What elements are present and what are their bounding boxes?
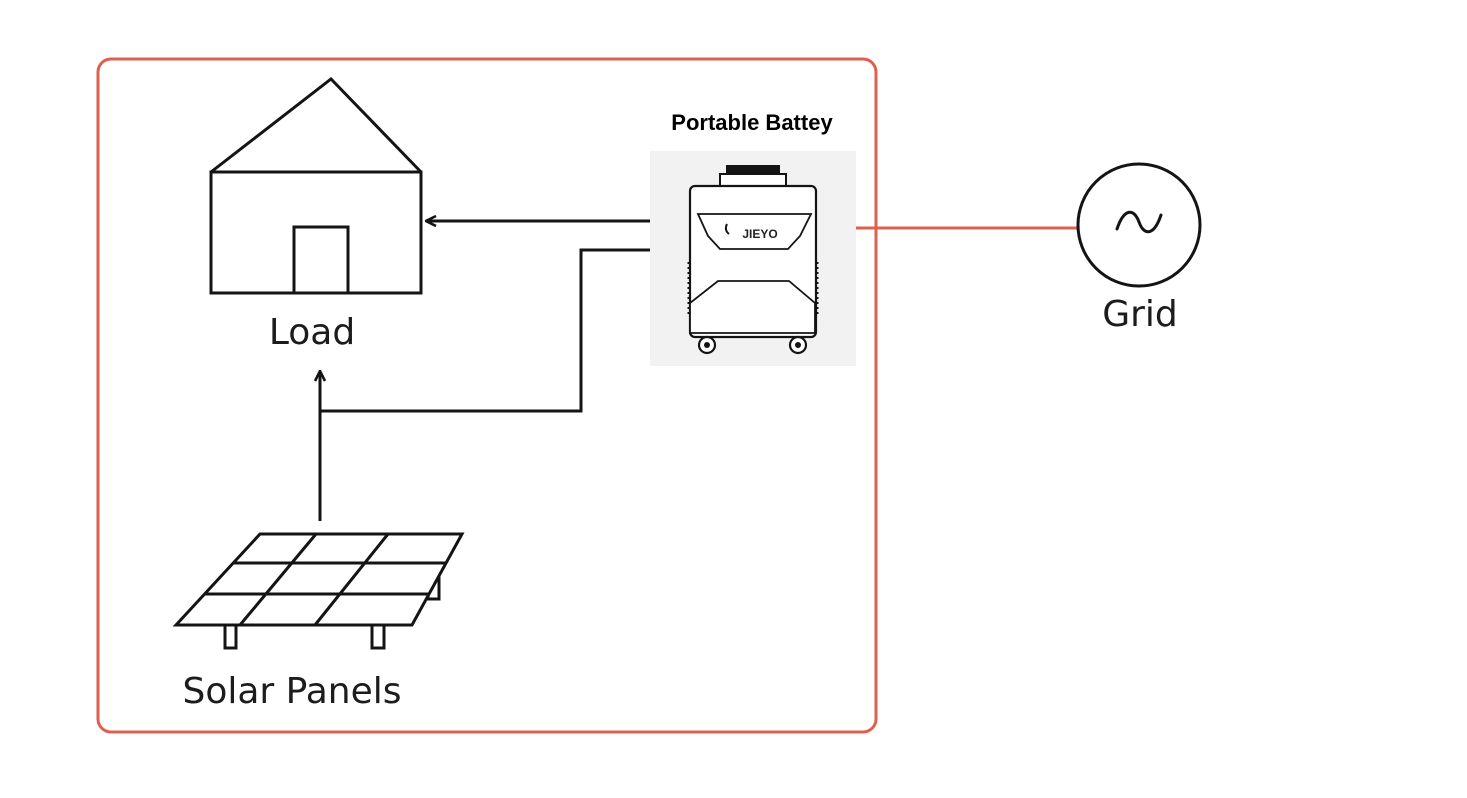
load-label: Load xyxy=(269,312,355,353)
solar-to-battery-line xyxy=(320,248,650,413)
solar-panel-icon xyxy=(172,532,465,650)
grid-label: Grid xyxy=(1102,294,1178,335)
solar-panels-label: Solar Panels xyxy=(182,671,401,712)
system-boundary xyxy=(96,57,878,734)
house-icon xyxy=(209,76,423,295)
ac-source-icon xyxy=(1076,162,1202,288)
portable-battery-icon: JIEYO xyxy=(650,151,856,366)
brand-logo: JIEYO xyxy=(742,227,777,241)
battery-label: Portable Battey xyxy=(671,110,833,135)
